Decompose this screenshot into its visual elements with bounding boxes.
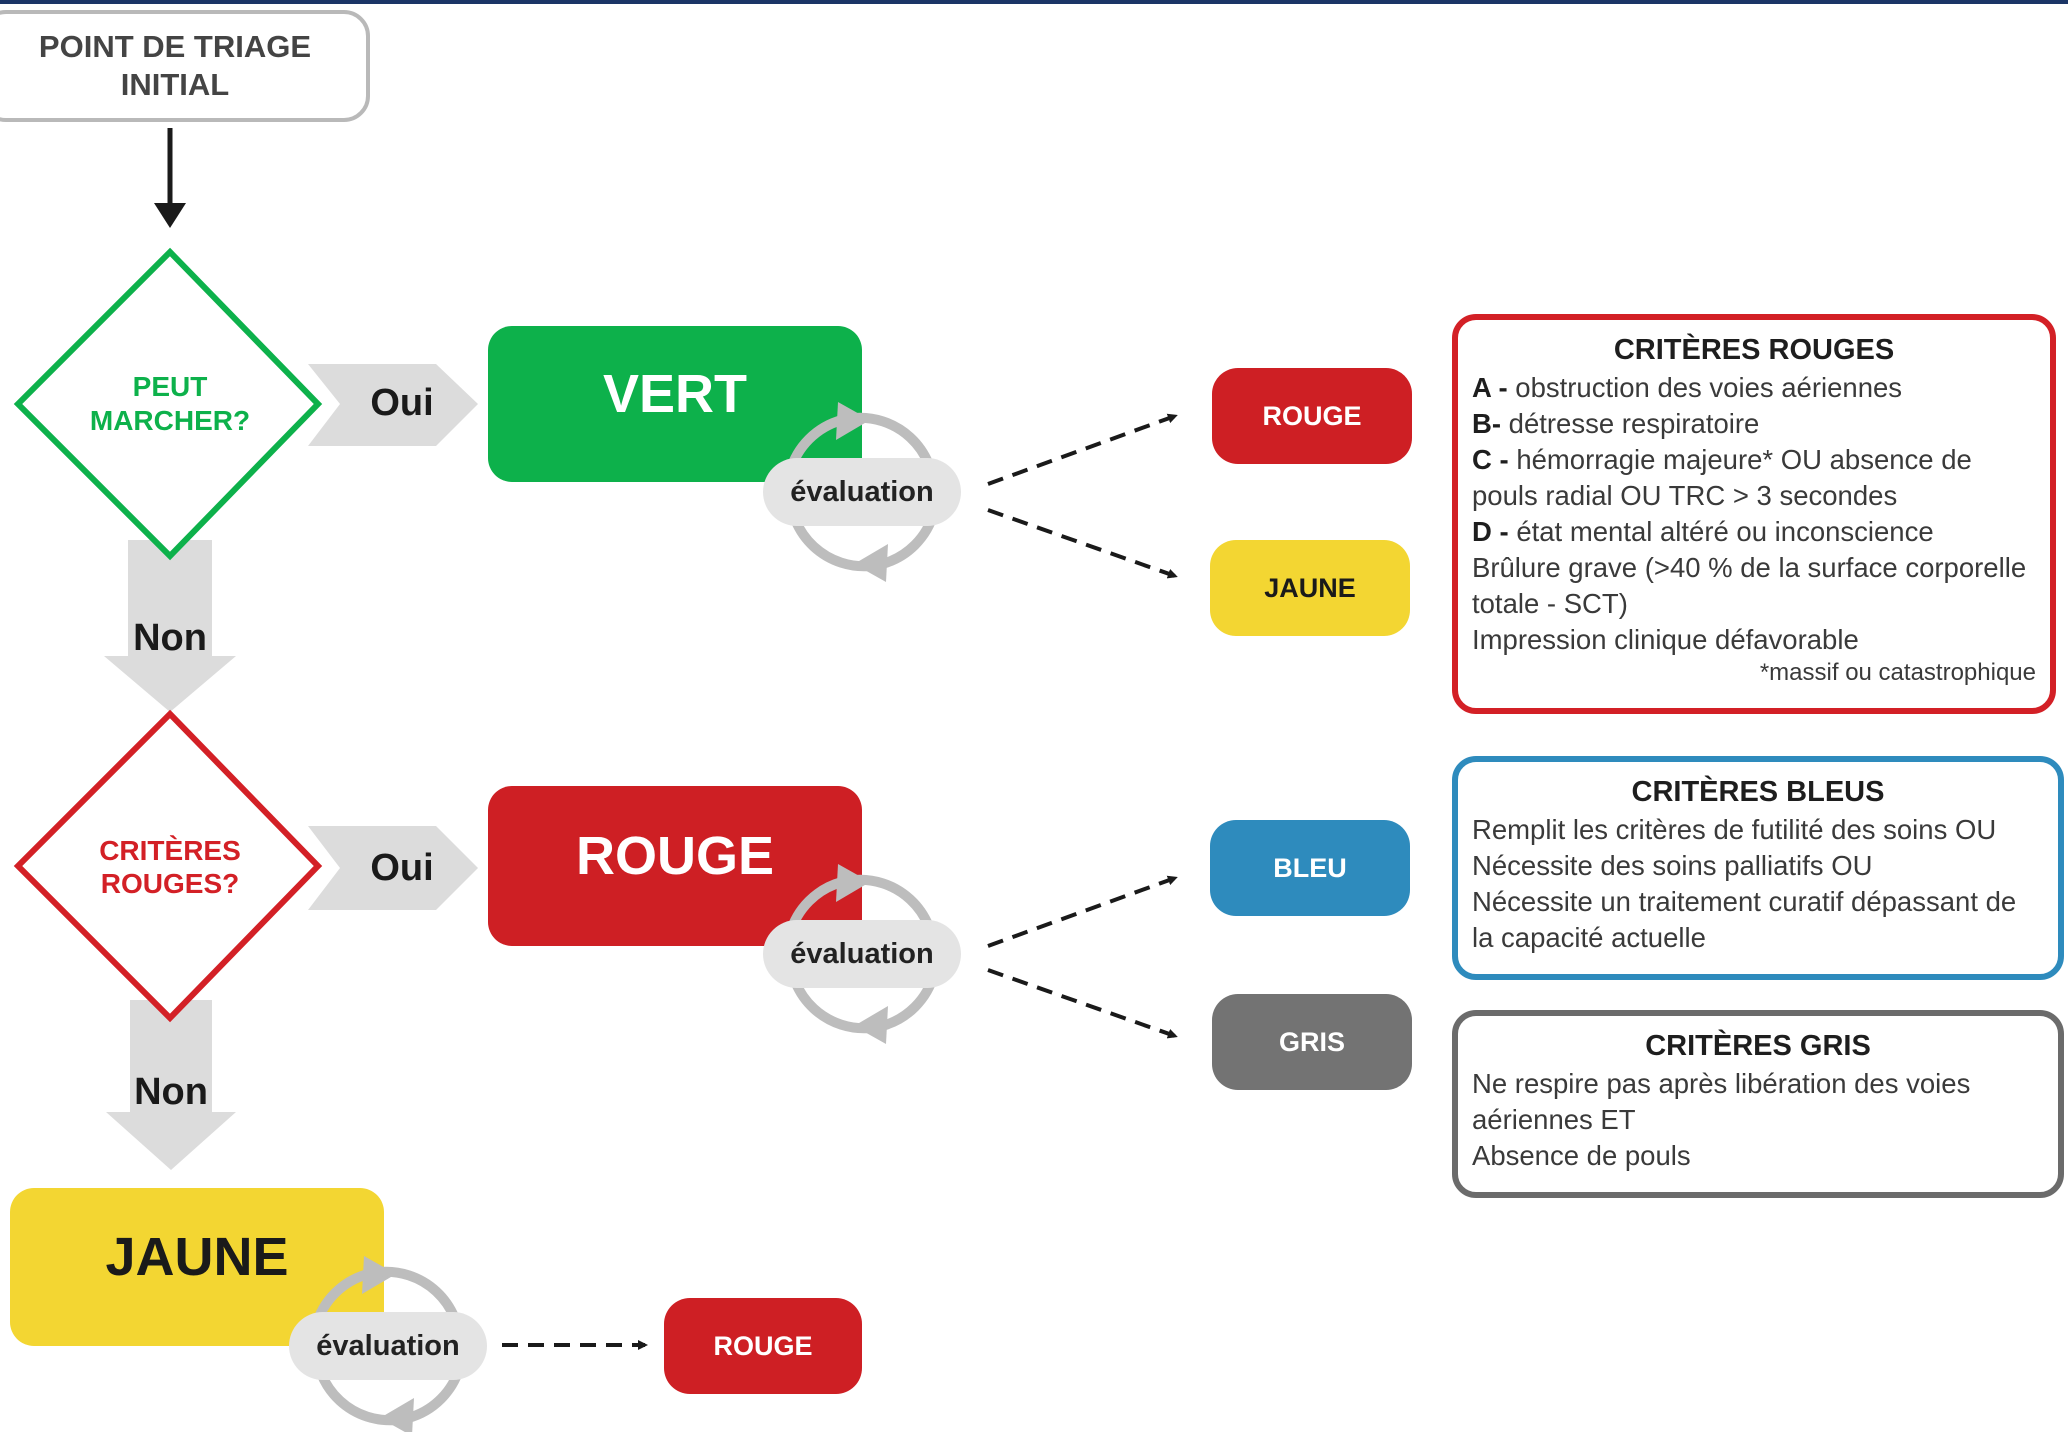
evaluation-label-vert: évaluation — [790, 475, 934, 508]
criteria-bleus-item: Nécessite des soins palliatifs OU — [1472, 850, 1873, 881]
evaluation-label-rouge: évaluation — [790, 937, 934, 970]
dashed-arrow-rouge-bleu — [987, 875, 1178, 948]
outcome-vert-label: VERT — [602, 364, 748, 424]
criteria-box-rouges: CRITÈRES ROUGES A - obstruction des voie… — [1452, 314, 2056, 714]
dashed-arrow-rouge-gris — [987, 968, 1178, 1039]
criteria-bleus-title: CRITÈRES BLEUS — [1631, 776, 1885, 808]
header-rule — [0, 0, 2068, 4]
evaluation-label-jaune: évaluation — [316, 1329, 460, 1362]
criteria-rouges-title: CRITÈRES ROUGES — [1613, 334, 1895, 366]
transition-label-rouge-bleu: BLEU — [1273, 852, 1347, 883]
oui-arrow-1 — [308, 364, 478, 446]
evaluation-badge-vert: évaluation — [763, 458, 961, 526]
transition-label-vert-rouge: ROUGE — [1262, 400, 1362, 431]
start-arrowhead — [154, 203, 186, 228]
decision-diamond-red — [13, 709, 323, 1023]
criteria-gris-item: Ne respire pas après libération des voie… — [1472, 1068, 1971, 1099]
criteria-rouges-item: pouls radial OU TRC > 3 secondes — [1472, 480, 1898, 511]
criteria-box-bleus: CRITÈRES BLEUS Remplit les critères de f… — [1452, 756, 2064, 980]
transition-pill-rouge-gris: GRIS — [1212, 994, 1412, 1090]
transition-pill-vert-jaune: JAUNE — [1210, 540, 1410, 636]
decision-diamond-walk — [13, 247, 323, 561]
dashed-arrow-vert-rouge — [987, 413, 1178, 486]
criteria-rouges-item: totale - SCT) — [1472, 588, 1628, 619]
criteria-rouges-item: A - obstruction des voies aériennes — [1472, 372, 1903, 403]
non-arrow-1 — [104, 540, 236, 712]
criteria-box-gris: CRITÈRES GRIS Ne respire pas après libér… — [1452, 1010, 2064, 1198]
oui-arrow-2 — [308, 826, 478, 910]
evaluation-badge-jaune: évaluation — [289, 1312, 487, 1380]
criteria-gris-title: CRITÈRES GRIS — [1645, 1030, 1871, 1062]
evaluation-badge-rouge: évaluation — [763, 920, 961, 988]
outcome-rouge: ROUGE — [488, 786, 862, 946]
criteria-rouges-item: Brûlure grave (>40 % de la surface corpo… — [1472, 552, 2027, 583]
criteria-rouges-footnote: *massif ou catastrophique — [1759, 659, 2036, 686]
criteria-rouges-item: D - état mental altéré ou inconscience — [1472, 516, 1934, 547]
criteria-bleus-item: Nécessite un traitement curatif dépassan… — [1472, 886, 2017, 917]
criteria-bleus-item: Remplit les critères de futilité des soi… — [1472, 814, 1997, 845]
criteria-gris-item: aériennes ET — [1472, 1104, 1636, 1135]
outcome-rouge-label: ROUGE — [575, 826, 775, 886]
criteria-rouges-item: C - hémorragie majeure* OU absence de — [1472, 444, 1972, 475]
non-arrow-2 — [106, 1000, 236, 1170]
transition-label-vert-jaune: JAUNE — [1264, 572, 1356, 603]
start-label: POINT DE TRIAGE INITIAL — [38, 29, 312, 102]
criteria-rouges-item: B- détresse respiratoire — [1472, 408, 1760, 439]
dashed-arrow-vert-jaune — [987, 508, 1178, 579]
start-node: POINT DE TRIAGE INITIAL — [0, 10, 370, 122]
transition-pill-jaune-rouge: ROUGE — [664, 1298, 862, 1394]
criteria-rouges-item: Impression clinique défavorable — [1472, 624, 1859, 655]
criteria-bleus-item: la capacité actuelle — [1472, 922, 1706, 953]
outcome-jaune-label: JAUNE — [105, 1227, 289, 1287]
transition-label-jaune-rouge: ROUGE — [713, 1330, 813, 1361]
transition-pill-rouge-bleu: BLEU — [1210, 820, 1410, 916]
transition-label-rouge-gris: GRIS — [1278, 1026, 1345, 1057]
transition-pill-vert-rouge: ROUGE — [1212, 368, 1412, 464]
criteria-gris-item: Absence de pouls — [1472, 1140, 1691, 1171]
